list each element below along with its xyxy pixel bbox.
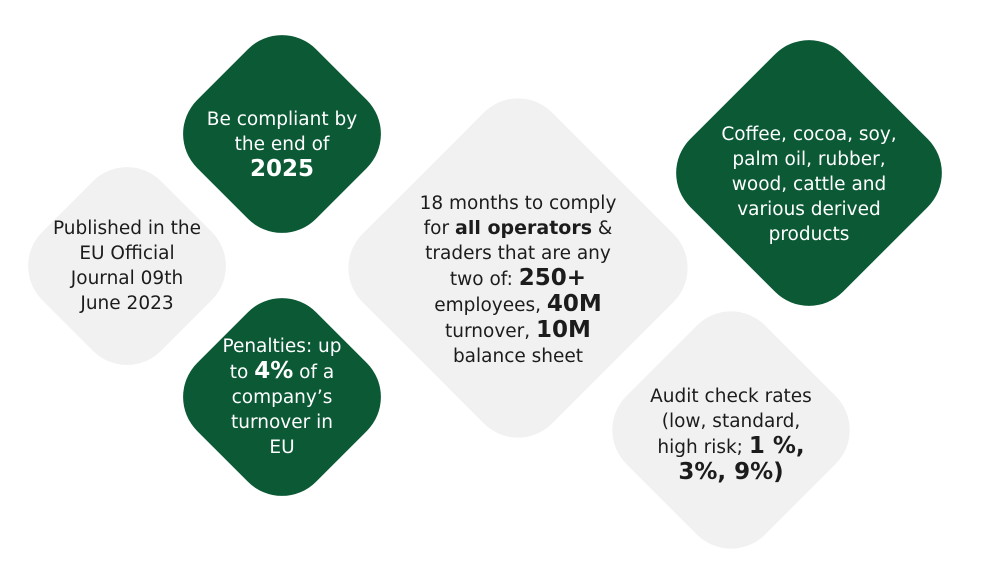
published-text: Published in the EU Official Journal 09t… [27, 176, 227, 356]
products-line-3: wood, cattle and [731, 173, 887, 195]
products-line-2: palm oil, rubber, [732, 148, 886, 170]
penalties-line-2: to 4% of a [229, 358, 335, 384]
audit-rates: 3%, 9%) [678, 459, 784, 485]
comply-balance-value: 10M [536, 317, 591, 343]
penalties-line-5: EU [269, 437, 295, 458]
comply-operators: all operators [455, 217, 593, 239]
published-line-1: Published in the [52, 218, 202, 239]
comply-line-1: 18 months to comply [419, 193, 617, 214]
audit-low-rate: 1 %, [748, 433, 805, 459]
products-line-1: Coffee, cocoa, soy, [721, 123, 897, 145]
compliant-year: 2025 [249, 156, 314, 182]
penalties-line-4: turnover in [231, 412, 333, 433]
comply-line-7: balance sheet [452, 346, 584, 367]
published-line-3: Journal 09th [70, 268, 184, 289]
audit-line-3: high risk; 1 %, [657, 433, 805, 459]
comply-line-4: two of: 250+ [449, 265, 587, 291]
audit-line-2: (low, standard, [661, 411, 801, 432]
penalties-text: Penalties: up to 4% of a company’s turno… [182, 307, 382, 487]
audit-text: Audit check rates (low, standard, high r… [631, 355, 831, 515]
comply-line-5: employees, 40M [434, 291, 602, 317]
published-line-4: June 2023 [80, 293, 174, 314]
comply-line-2: for all operators & [423, 217, 613, 239]
compliant-line-2: the end of [234, 134, 330, 155]
penalties-percent: 4% [254, 358, 294, 384]
comply-text: 18 months to comply for all operators & … [403, 180, 633, 380]
compliant-line-1: Be compliant by [206, 109, 358, 130]
penalties-line-1: Penalties: up [222, 336, 342, 357]
comply-turnover-value: 40M [546, 291, 602, 317]
compliant-text: Be compliant by the end of 2025 [182, 55, 382, 235]
products-line-5: products [768, 223, 850, 245]
comply-line-6: turnover, 10M [445, 317, 591, 343]
products-line-4: various derived [737, 198, 881, 220]
audit-line-1: Audit check rates [650, 386, 812, 407]
comply-employees-count: 250+ [518, 265, 587, 291]
comply-line-3: traders that are any [425, 243, 611, 264]
penalties-line-3: company’s [231, 387, 333, 408]
products-text: Coffee, cocoa, soy, palm oil, rubber, wo… [709, 94, 909, 274]
published-line-2: EU Official [79, 243, 175, 264]
